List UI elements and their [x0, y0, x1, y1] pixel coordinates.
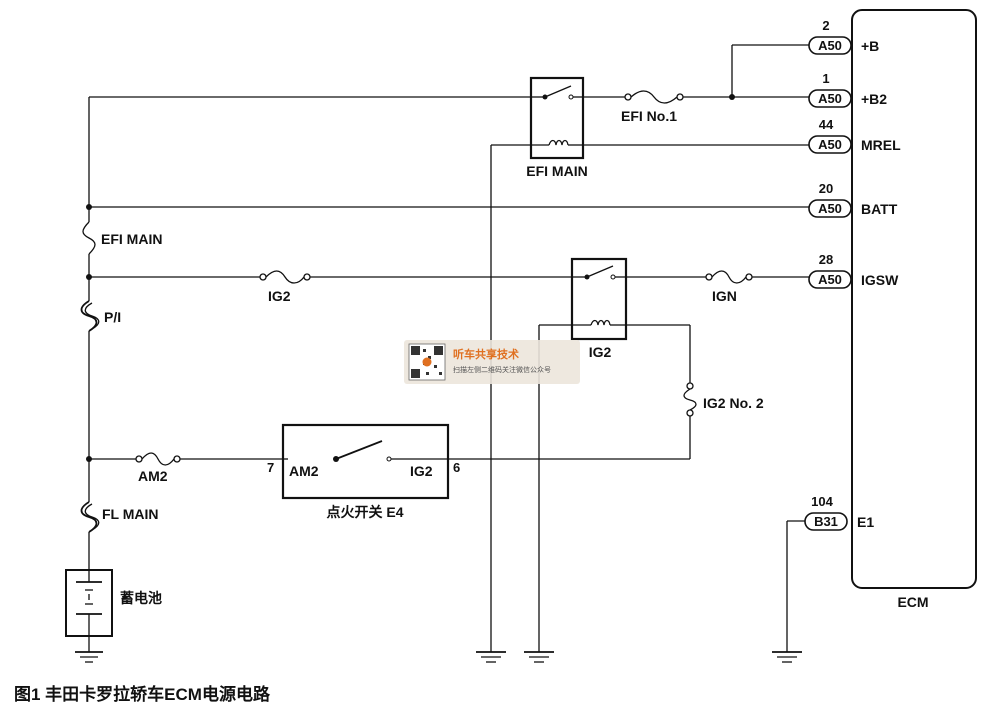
- pin-number: 2: [822, 18, 829, 33]
- connector-oval: [808, 89, 852, 108]
- junction-dots: [86, 94, 735, 462]
- relay-ig2: IG2: [570, 257, 628, 360]
- fuse-pi-label: P/I: [104, 309, 121, 325]
- fuse-ig2-no2: IG2 No. 2: [683, 382, 764, 417]
- connector-label: A50: [818, 137, 842, 152]
- pin-number: 104: [811, 494, 833, 509]
- ignition-pin-out: 6: [453, 460, 460, 475]
- fuse-ig2-no2-label: IG2 No. 2: [703, 395, 764, 411]
- pin-name: MREL: [861, 137, 901, 153]
- pin-batt: 20 A50 BATT: [808, 181, 898, 218]
- pin-number: 44: [819, 117, 834, 132]
- watermark-subtitle: 扫描左侧二维码关注微信公众号: [453, 365, 551, 374]
- connector-label: A50: [818, 272, 842, 287]
- fuse-ign: IGN: [705, 270, 753, 304]
- fuse-fl-main-label: FL MAIN: [102, 506, 159, 522]
- ground-symbol-ecm: [772, 651, 802, 663]
- pin-plus-b: 2 A50 +B: [808, 18, 879, 55]
- battery: 蓄电池: [65, 569, 162, 637]
- pin-e1: 104 B31 E1: [804, 494, 874, 531]
- fuse-ign-label: IGN: [712, 288, 737, 304]
- ignition-switch-label: 点火开关 E4: [326, 504, 403, 520]
- pin-number: 20: [819, 181, 833, 196]
- fuse-efi-main-label: EFI MAIN: [101, 231, 162, 247]
- fuse-efi-no1: EFI No.1: [621, 90, 684, 124]
- pin-number: 28: [819, 252, 833, 267]
- connector-label: A50: [818, 38, 842, 53]
- ignition-pin-in: 7: [267, 460, 274, 475]
- wiring: [88, 44, 809, 652]
- figure-caption: 图1 丰田卡罗拉轿车ECM电源电路: [14, 684, 271, 704]
- relay-efi-main-label: EFI MAIN: [526, 163, 587, 179]
- fuse-am2: AM2: [135, 452, 181, 484]
- relay-ig2-label: IG2: [589, 344, 612, 360]
- fuse-ig2: IG2: [259, 270, 311, 304]
- pin-name: IGSW: [861, 272, 899, 288]
- fuse-pi: P/I: [80, 300, 121, 332]
- ignition-switch: 7 6 AM2 IG2 点火开关 E4: [267, 423, 460, 520]
- connector-label: B31: [814, 514, 838, 529]
- pin-igsw: 28 A50 IGSW: [808, 252, 899, 289]
- ecm-label: ECM: [897, 594, 928, 610]
- fuse-efi-no1-label: EFI No.1: [621, 108, 677, 124]
- pin-name: +B2: [861, 91, 887, 107]
- ground-symbol-efi-relay: [476, 651, 506, 663]
- fuse-efi-main: EFI MAIN: [82, 221, 162, 255]
- connector-label: A50: [818, 91, 842, 106]
- pin-name: +B: [861, 38, 879, 54]
- pin-mrel: 44 A50 MREL: [808, 117, 901, 154]
- ecm-box: [851, 9, 977, 589]
- fuse-ig2-label: IG2: [268, 288, 291, 304]
- connector-label: A50: [818, 201, 842, 216]
- fuse-fl-main: FL MAIN: [80, 501, 159, 533]
- watermark: 听车共享技术 扫描左侧二维码关注微信公众号: [404, 340, 580, 384]
- connector-oval: [808, 270, 852, 289]
- relay-efi-main: EFI MAIN: [526, 76, 588, 179]
- watermark-title: 听车共享技术: [453, 347, 519, 361]
- fuse-am2-label: AM2: [138, 468, 168, 484]
- ignition-term-am2: AM2: [289, 463, 319, 479]
- pin-name: BATT: [861, 201, 898, 217]
- ground-symbol-ig2-relay: [524, 651, 554, 663]
- pin-plus-b2: 1 A50 +B2: [808, 71, 887, 108]
- ignition-term-ig2: IG2: [410, 463, 433, 479]
- ground-symbol-battery: [75, 651, 103, 663]
- pin-number: 1: [822, 71, 829, 86]
- pin-name: E1: [857, 514, 874, 530]
- connector-oval: [808, 199, 852, 218]
- battery-label: 蓄电池: [120, 590, 162, 606]
